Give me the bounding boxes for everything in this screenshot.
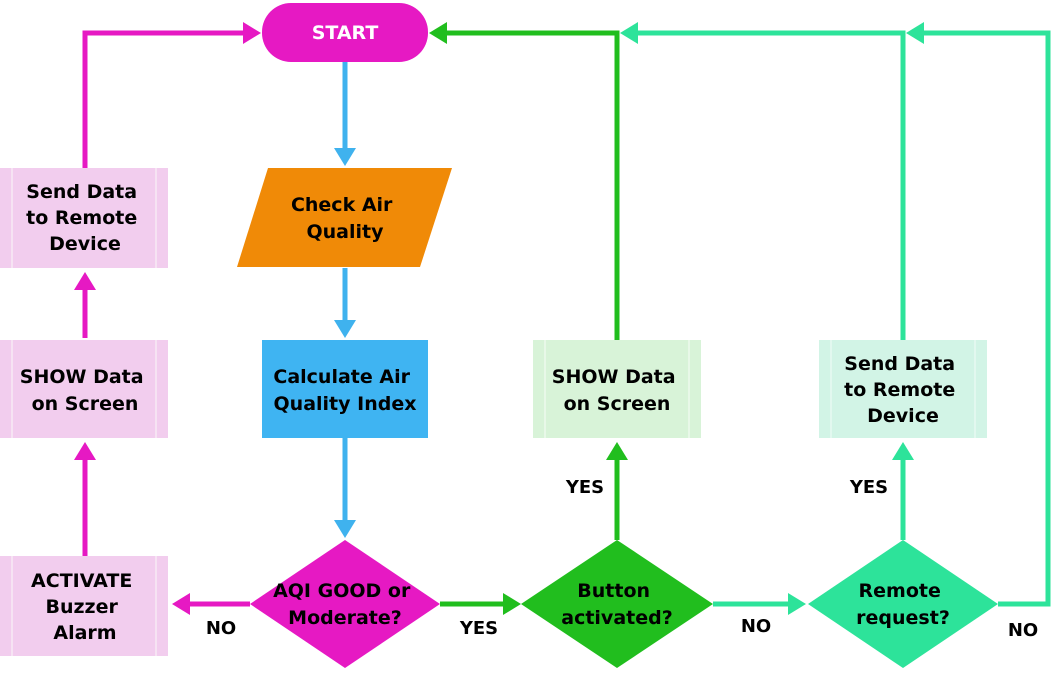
remote-decision-line-2: request?: [856, 607, 950, 629]
activate-buzzer-line-1: ACTIVATE: [31, 570, 132, 592]
svg-text:Check Air Quality: Check Air Quality: [291, 194, 399, 243]
button-decision-node: Button activated?: [521, 540, 713, 668]
svg-text:Calculate Air Quality In: Calculate Air Quality Index: [273, 366, 416, 415]
send-data-right-line-2: to Remote: [844, 379, 955, 401]
edge-remote-yes-to-send-right: [892, 442, 914, 540]
remote-yes-label: YES: [849, 477, 888, 498]
edge-button-yes-to-show-right: [606, 442, 628, 540]
show-data-left-line-2: on Screen: [32, 393, 139, 415]
edge-start-to-check: [334, 62, 356, 166]
aqi-no-label: NO: [206, 618, 236, 639]
button-decision-line-1: Button: [577, 580, 650, 602]
remote-decision-line-1: Remote: [859, 580, 941, 602]
send-data-left-node: Send Data to Remote Device: [0, 168, 168, 268]
show-data-left-node: SHOW Data on Screen: [0, 340, 168, 438]
send-data-left-line-1: Send Data: [26, 181, 137, 203]
edge-remote-no-to-start: [906, 22, 1051, 607]
aqi-decision-line-1: AQI GOOD or: [273, 580, 411, 602]
svg-text:Send Data to Remote: Send Data to Remote Device: [844, 353, 962, 427]
start-label: START: [312, 22, 379, 44]
edge-send-left-to-start: [82, 22, 261, 168]
send-data-right-line-3: Device: [867, 405, 939, 427]
calculate-aqi-node: Calculate Air Quality Index: [262, 340, 428, 438]
edge-calculate-to-aqi: [334, 438, 356, 538]
svg-text:ACTIVATE Buzzer Al: ACTIVATE Buzzer Alarm: [31, 570, 139, 644]
aqi-decision-node: AQI GOOD or Moderate?: [250, 540, 440, 668]
svg-text:Button activated?: Button activated?: [561, 580, 672, 629]
show-data-right-node: SHOW Data on Screen: [533, 340, 701, 438]
show-data-left-line-1: SHOW Data: [20, 366, 144, 388]
edge-aqi-no-to-buzzer: [172, 593, 250, 615]
calculate-aqi-line-2: Quality Index: [274, 393, 417, 415]
button-decision-line-2: activated?: [561, 607, 672, 629]
edge-send-right-to-start: [620, 22, 906, 340]
remote-no-label: NO: [1008, 620, 1038, 641]
send-data-right-line-1: Send Data: [844, 353, 955, 375]
aqi-yes-label: YES: [459, 618, 498, 639]
svg-text:SHOW Data on Screen: SHOW Data on Screen: [20, 366, 150, 415]
send-data-left-line-2: to Remote: [26, 207, 137, 229]
edge-check-to-calculate: [334, 268, 356, 338]
button-yes-label: YES: [565, 477, 604, 498]
svg-text:SHOW Data on Screen: SHOW Data on Screen: [552, 366, 682, 415]
check-air-quality-line-2: Quality: [307, 221, 385, 243]
button-no-label: NO: [741, 616, 771, 637]
start-node: START: [262, 3, 428, 62]
svg-text:AQI GOOD or Moderate?: AQI GOOD or Moderate?: [273, 580, 417, 629]
send-data-right-node: Send Data to Remote Device: [819, 340, 987, 438]
edge-aqi-yes-to-button: [440, 593, 521, 615]
show-data-right-line-1: SHOW Data: [552, 366, 676, 388]
calculate-aqi-line-1: Calculate Air: [273, 366, 410, 388]
edge-show-left-to-send-left: [74, 272, 96, 338]
show-data-right-line-2: on Screen: [564, 393, 671, 415]
check-air-quality-line-1: Check Air: [291, 194, 393, 216]
activate-buzzer-line-3: Alarm: [53, 622, 116, 644]
send-data-left-line-3: Device: [49, 233, 121, 255]
edge-button-no-to-remote: [713, 593, 806, 615]
edge-buzzer-to-show-left: [74, 442, 96, 556]
activate-buzzer-line-2: Buzzer: [45, 596, 118, 618]
edge-show-right-to-start: [429, 22, 620, 340]
svg-text:Remote request?: Remote request?: [856, 580, 950, 629]
activate-buzzer-node: ACTIVATE Buzzer Alarm: [0, 556, 168, 656]
check-air-quality-node: Check Air Quality: [237, 168, 452, 267]
svg-text:Send Data to Remote: Send Data to Remote Device: [26, 181, 144, 255]
aqi-decision-line-2: Moderate?: [288, 607, 402, 629]
remote-decision-node: Remote request?: [808, 540, 998, 668]
